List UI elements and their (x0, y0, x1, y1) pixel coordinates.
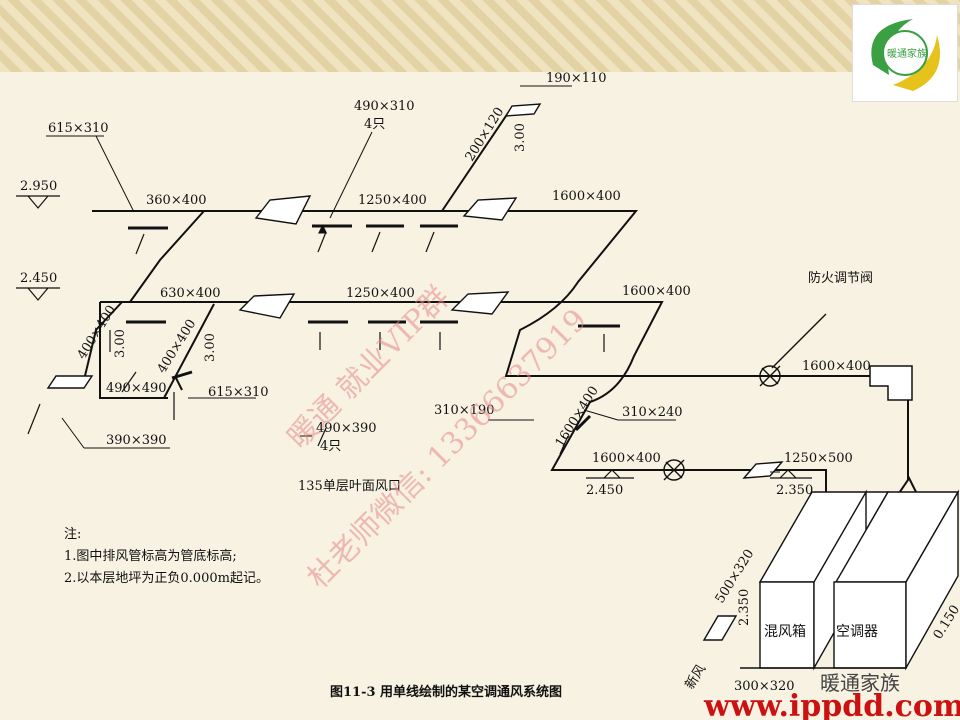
label-elev-2450: 2.450 (20, 271, 57, 286)
label-490x490: 490×490 (106, 381, 167, 396)
equipment (740, 489, 960, 671)
label-elev-300-top: 3.00 (513, 123, 528, 152)
label-1600x400-top: 1600×400 (552, 189, 621, 204)
label-360x400: 360×400 (146, 193, 207, 208)
elbow-fitting (869, 365, 913, 401)
notes-head: 注: (64, 527, 81, 542)
label-qty4-bottom: 4只 (320, 439, 341, 454)
label-1600x400-right: 1600×400 (802, 359, 871, 374)
marker-arrow: ▲ (318, 221, 328, 235)
label-615x310-top: 615×310 (48, 121, 109, 136)
label-fresh-air: 新风 (682, 662, 709, 693)
label-400x400-mid: 400×400 (155, 317, 200, 376)
label-490x390: 490×390 (316, 421, 377, 436)
label-390x390: 390×390 (106, 433, 167, 448)
label-615x310-bottom: 615×310 (208, 385, 269, 400)
label-elev-2450-b: 2.450 (586, 483, 623, 498)
label-630x400: 630×400 (160, 286, 221, 301)
mixing-box-label: 混风箱 (764, 624, 806, 640)
watermark-line2: 杜老师微信: 13366637919 (301, 302, 594, 595)
label-elev-2350-a: 2.350 (776, 483, 813, 498)
label-elev-2350-b: 2.350 (737, 589, 752, 626)
duct-connector (129, 210, 205, 303)
label-qty4-top: 4只 (364, 117, 385, 132)
notes-line1: 1.图中排风管标高为管底标高; (64, 548, 237, 564)
leader-lines (46, 85, 858, 473)
elevation-marks (16, 195, 812, 479)
label-310x190: 310×190 (434, 403, 495, 418)
label-200x120: 200×120 (463, 105, 508, 164)
fire-damper-symbols (663, 313, 827, 481)
outlet-bars (126, 224, 620, 432)
label-1250x400-mid: 1250×400 (346, 286, 415, 301)
duct-riser (441, 109, 511, 212)
label-elev-300-left: 3.00 (113, 329, 128, 358)
label-1250x500: 1250×500 (784, 451, 853, 466)
label-elev-300-mid: 3.00 (203, 333, 218, 362)
label-310x240: 310×240 (622, 405, 683, 420)
label-1600x400-mid: 1600×400 (622, 284, 691, 299)
duct-upper (92, 210, 888, 377)
label-190x110: 190×110 (546, 71, 607, 86)
dampers (46, 103, 784, 641)
label-louver-note: 135单层叶面风口 (298, 479, 401, 494)
label-elev-2950: 2.950 (20, 179, 57, 194)
label-1250x400-top: 1250×400 (358, 193, 427, 208)
notes-line2: 2.以本层地坪为正负0.000m起记。 (64, 571, 269, 586)
outlet-arrows (27, 231, 605, 455)
figure-caption: 图11-3 用单线绘制的某空调通风系统图 (330, 684, 562, 700)
brand-url: www.ippdd.com (703, 689, 960, 720)
brand-wechat: 暖通家族 (820, 671, 900, 695)
logo-text: 暖通家族 (887, 47, 927, 60)
label-300x320: 300×320 (734, 679, 795, 694)
duct-branch-left (83, 301, 168, 399)
decorative-header-band (0, 0, 960, 72)
label-1600x400-diag: 1600×400 (553, 384, 602, 450)
ahu-label: 空调器 (836, 624, 878, 640)
duct-lower (100, 301, 827, 492)
label-fire-damper: 防火调节阀 (808, 270, 873, 286)
label-490x310: 490×310 (354, 99, 415, 114)
label-1600x400-lower: 1600×400 (592, 451, 661, 466)
duct-branch-mid (163, 303, 215, 399)
brand-logo: 暖通家族 (852, 4, 958, 102)
